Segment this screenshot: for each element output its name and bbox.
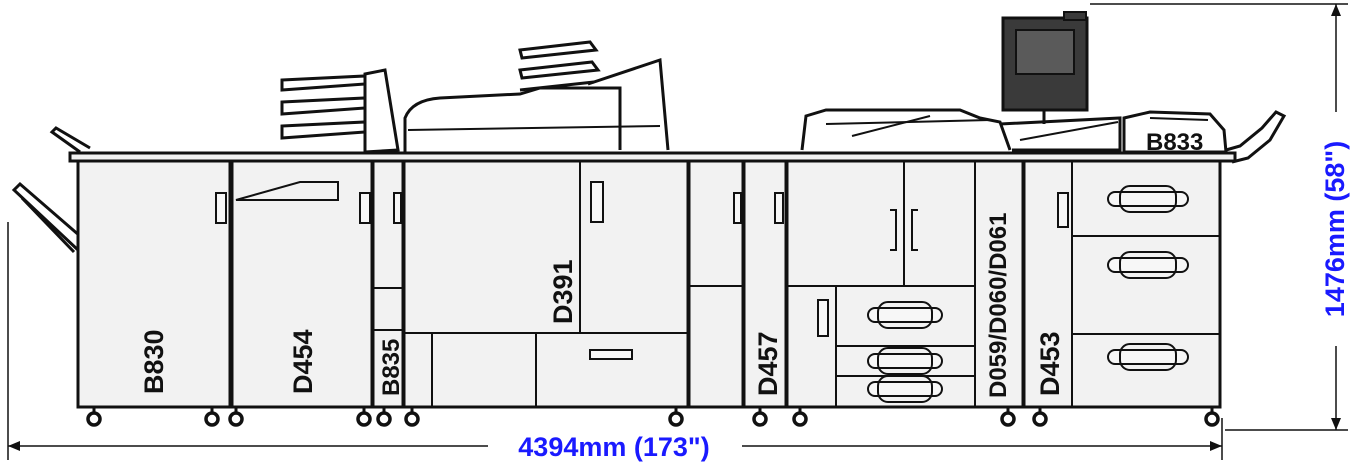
module-d059: D059/D060/D061: [785, 11, 1122, 409]
module-b830-label: B830: [139, 329, 169, 394]
module-d453: D453: [1022, 159, 1222, 409]
module-b833: B833: [1122, 110, 1287, 164]
width-dimension: 4394mm (173"): [7, 222, 1223, 462]
casters: [86, 407, 1220, 427]
module-d453-label: D453: [1035, 331, 1065, 396]
module-d059-label: D059/D060/D061: [985, 213, 1012, 398]
module-d457: D457: [742, 159, 788, 409]
caster-wheel-icon: [376, 411, 392, 427]
tray-handle-icon: [867, 375, 943, 403]
module-b830: B830: [76, 159, 232, 409]
tray-handle-icon: [867, 347, 943, 375]
tray-handle-icon: [1107, 343, 1189, 371]
stacker-trays: [11, 126, 91, 254]
caster-wheel-icon: [86, 411, 102, 427]
tray-handle-icon: [1107, 251, 1189, 279]
caster-wheel-icon: [668, 411, 684, 427]
tray-handle-icon: [1107, 185, 1189, 213]
module-b835: B835: [371, 159, 405, 409]
module-b833-label: B833: [1146, 129, 1203, 156]
connector-unit: [687, 159, 745, 409]
height-dimension-label: 1476mm (58"): [1320, 141, 1350, 317]
height-dimension: 1476mm (58"): [1090, 3, 1350, 431]
tray-handle-icon: [867, 301, 943, 329]
caster-wheel-icon: [792, 411, 808, 427]
module-d454: D454: [230, 68, 400, 409]
caster-wheel-icon: [356, 411, 372, 427]
module-d391: D391: [402, 40, 690, 409]
caster-wheel-icon: [204, 411, 220, 427]
caster-wheel-icon: [1032, 411, 1048, 427]
module-d454-label: D454: [288, 329, 318, 394]
caster-wheel-icon: [228, 411, 244, 427]
module-d391-label: D391: [548, 259, 578, 324]
caster-wheel-icon: [404, 411, 420, 427]
module-d457-label: D457: [753, 331, 783, 396]
module-b835-label: B835: [378, 339, 405, 396]
caster-wheel-icon: [1204, 411, 1220, 427]
caster-wheel-icon: [1000, 411, 1016, 427]
width-dimension-label: 4394mm (173"): [518, 432, 709, 462]
caster-wheel-icon: [752, 411, 768, 427]
